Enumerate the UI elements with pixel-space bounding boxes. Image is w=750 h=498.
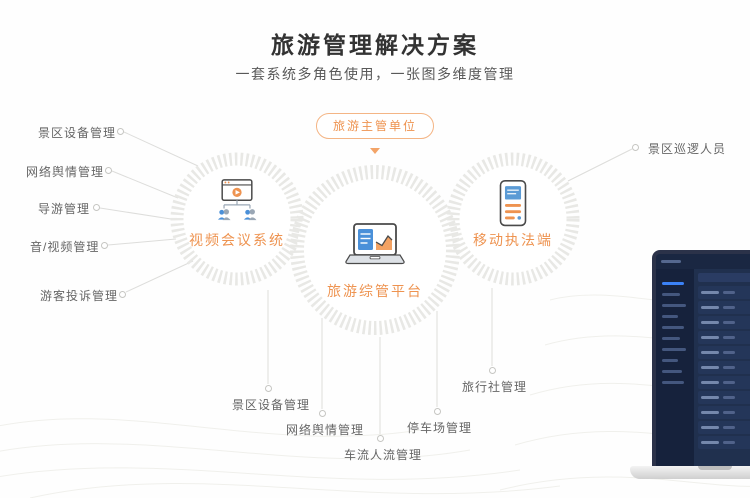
laptop-chart-icon [345,223,405,265]
laptop-screen [652,250,750,466]
page-subtitle: 一套系统多角色使用，一张图多维度管理 [235,66,515,82]
node-dot [117,128,124,135]
bottom-label-opinion: 网络舆情管理 [286,423,365,437]
left-label-complaint: 游客投诉管理 [40,289,119,303]
mockup-table [694,269,750,466]
mockup-sidebar [656,269,694,466]
video-conference-icon [218,179,257,221]
ring-video-system [170,152,304,286]
node-dot [101,242,108,249]
laptop-base [630,466,750,479]
dashboard-laptop-mockup [630,250,750,498]
bottom-label-flow: 车流人流管理 [344,448,423,462]
handheld-terminal-icon [499,179,527,227]
node-dot [377,435,384,442]
circle-label-platform: 旅游综管平台 [327,283,423,299]
node-dot [265,385,272,392]
bottom-label-agency: 旅行社管理 [462,380,528,394]
node-dot [319,410,326,417]
left-label-opinion: 网络舆情管理 [26,165,105,179]
left-label-guide: 导游管理 [38,202,91,216]
left-label-equipment: 景区设备管理 [38,126,117,140]
node-dot [93,204,100,211]
left-label-av: 音/视频管理 [30,240,100,254]
mockup-topbar [656,254,750,269]
node-dot [632,144,639,151]
node-dot [489,367,496,374]
right-label-patrol: 景区巡逻人员 [648,142,727,156]
circle-label-mobile: 移动执法端 [473,232,553,248]
connector-lines [99,131,633,434]
page-title: 旅游管理解决方案 [271,32,479,58]
node-dot [119,291,126,298]
down-arrow-icon [370,148,380,154]
node-dot [434,408,441,415]
bottom-label-parking: 停车场管理 [407,421,473,435]
circle-label-video: 视频会议系统 [189,232,285,248]
hub-badge: 旅游主管单位 [315,113,435,139]
bottom-label-equipment: 景区设备管理 [232,398,311,412]
node-dot [105,167,112,174]
